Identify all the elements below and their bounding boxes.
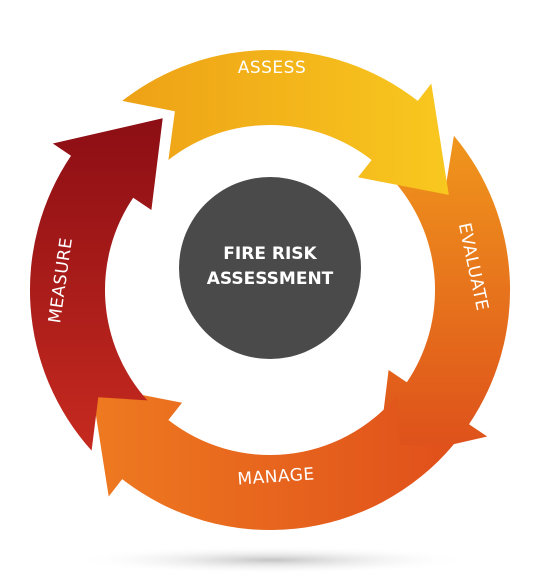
evaluate-arrow <box>377 135 511 462</box>
center-circle <box>179 177 361 359</box>
measure-arrow <box>29 118 163 451</box>
center-title-line2: ASSESSMENT <box>207 269 334 289</box>
manage-arrow <box>91 385 454 531</box>
assess-arrow <box>122 49 449 195</box>
center-title-line1: FIRE RISK <box>223 244 317 264</box>
assess-label: ASSESS <box>238 58 307 78</box>
floor-shadow <box>72 546 472 574</box>
